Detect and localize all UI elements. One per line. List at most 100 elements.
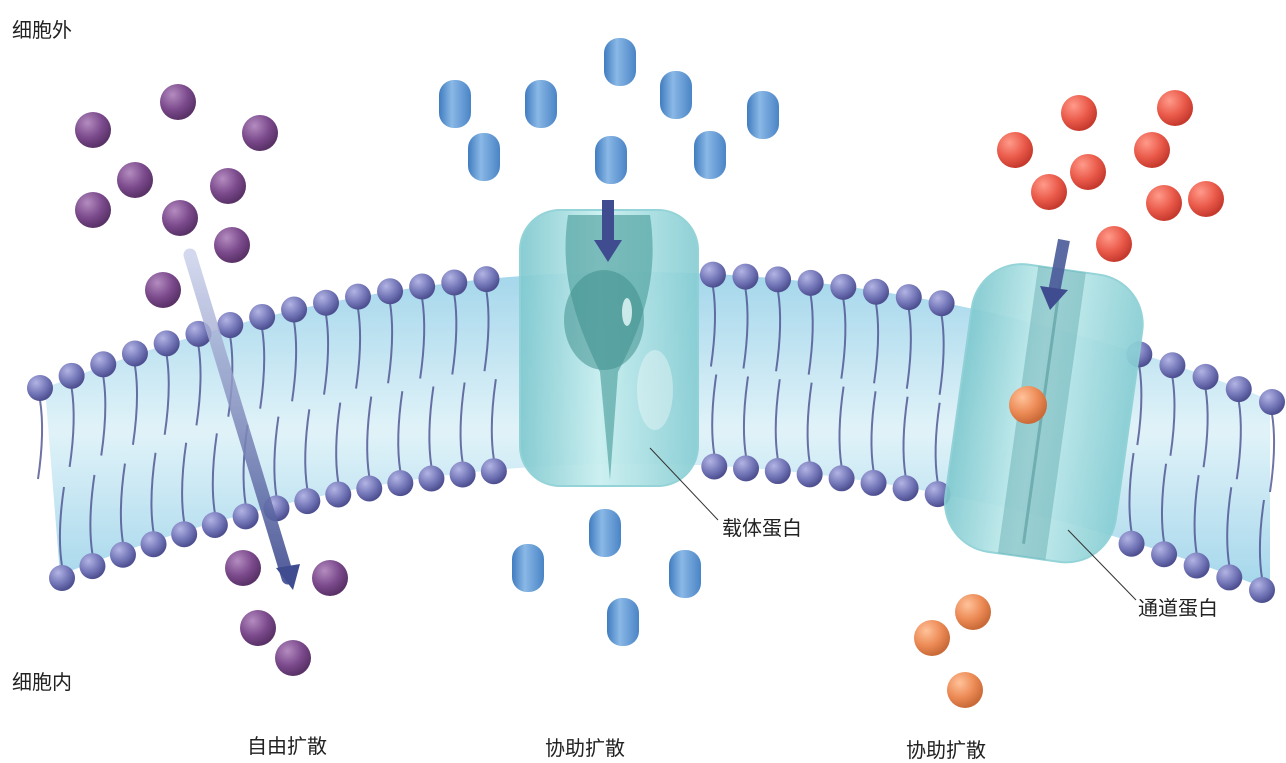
lipid-head <box>733 455 759 481</box>
carrier-substrate <box>694 131 726 179</box>
lipid-head <box>1119 531 1145 557</box>
channel-ion <box>1061 95 1097 131</box>
lipid-head <box>294 488 320 514</box>
lipid-head <box>701 453 727 479</box>
carrier-substrate <box>589 509 621 557</box>
channel-ions-inside <box>914 594 991 708</box>
lipid-head <box>830 274 856 300</box>
channel-ion <box>1031 174 1067 210</box>
free-molecule <box>242 115 278 151</box>
lipid-head <box>1249 577 1275 603</box>
lipid-head <box>325 481 351 507</box>
lipid-tail <box>38 400 42 479</box>
lipid-head <box>59 363 85 389</box>
lipid-head <box>249 304 275 330</box>
lipid-head <box>1184 553 1210 579</box>
lipid-head <box>1159 352 1185 378</box>
lipid-head <box>141 531 167 557</box>
free-molecule <box>117 162 153 198</box>
label-channel-protein: 通道蛋白 <box>1138 592 1218 621</box>
lipid-head <box>863 279 889 305</box>
lipid-head <box>418 466 444 492</box>
carrier-substrate <box>468 133 500 181</box>
carrier-substrate <box>439 80 471 128</box>
free-molecule <box>312 560 348 596</box>
lipid-head <box>1259 389 1285 415</box>
carrier-substrate <box>669 550 701 598</box>
caption-facilitated-carrier: 协助扩散 <box>545 732 625 761</box>
caption-facilitated-channel: 协助扩散 <box>906 734 986 763</box>
lipid-head <box>1193 364 1219 390</box>
lipid-head <box>49 565 75 591</box>
lipid-head <box>122 340 148 366</box>
lipid-head <box>893 475 919 501</box>
channel-ion <box>1096 226 1132 262</box>
lipid-head <box>171 521 197 547</box>
lipid-head <box>313 290 339 316</box>
free-molecule <box>225 550 261 586</box>
lipid-head <box>202 512 228 538</box>
lipid-head <box>281 297 307 323</box>
carrier-substrate <box>512 544 544 592</box>
free-molecule <box>214 227 250 263</box>
free-molecule <box>275 640 311 676</box>
channel-ion <box>1134 132 1170 168</box>
lipid-head <box>929 290 955 316</box>
lipid-head <box>481 458 507 484</box>
free-molecule <box>75 192 111 228</box>
lipid-head <box>732 264 758 290</box>
channel-ion <box>1157 90 1193 126</box>
free-molecule <box>160 84 196 120</box>
channel-ion <box>1070 154 1106 190</box>
channel-ion-inside <box>947 672 983 708</box>
channel-ion <box>997 132 1033 168</box>
lipid-head <box>233 503 259 529</box>
lipid-head <box>441 270 467 296</box>
lipid-head <box>765 458 791 484</box>
lipid-head <box>1226 376 1252 402</box>
lipid-head <box>377 278 403 304</box>
free-molecule <box>145 272 181 308</box>
label-extracellular: 细胞外 <box>12 14 72 43</box>
free-diffusion-arrowhead <box>276 564 300 590</box>
channel-ion-inside <box>955 594 991 630</box>
lipid-head <box>90 351 116 377</box>
lipid-head <box>154 330 180 356</box>
channel-ion <box>1188 181 1224 217</box>
lipid-head <box>409 274 435 300</box>
label-carrier-protein: 载体蛋白 <box>722 512 802 541</box>
label-intracellular: 细胞内 <box>12 666 72 695</box>
lipid-head <box>450 462 476 488</box>
lipid-head <box>79 553 105 579</box>
lipid-head <box>896 284 922 310</box>
lipid-head <box>110 542 136 568</box>
lipid-head <box>861 470 887 496</box>
channel-ions-outside <box>997 90 1224 262</box>
lipid-head <box>798 270 824 296</box>
carrier-substrate <box>660 71 692 119</box>
free-molecule <box>210 168 246 204</box>
lipid-head <box>829 465 855 491</box>
lipid-head <box>27 375 53 401</box>
caption-simple-diffusion: 自由扩散 <box>247 730 327 759</box>
free-molecule <box>240 610 276 646</box>
lipid-tail <box>1270 414 1274 492</box>
lipid-head <box>1216 564 1242 590</box>
channel-ion <box>1146 185 1182 221</box>
channel-ion-in-pore <box>1009 386 1047 424</box>
lipid-head <box>217 312 243 338</box>
carrier-substrate <box>595 136 627 184</box>
free-molecule <box>162 200 198 236</box>
carrier-substrate <box>607 598 639 646</box>
lipid-head <box>700 262 726 288</box>
lipid-head <box>356 475 382 501</box>
lipid-head <box>1151 541 1177 567</box>
lipid-head <box>473 266 499 292</box>
carrier-substrate <box>747 91 779 139</box>
carrier-substrate <box>604 38 636 86</box>
free-molecule <box>75 112 111 148</box>
carrier-substrate <box>525 80 557 128</box>
lipid-head <box>345 284 371 310</box>
lipid-head <box>387 470 413 496</box>
